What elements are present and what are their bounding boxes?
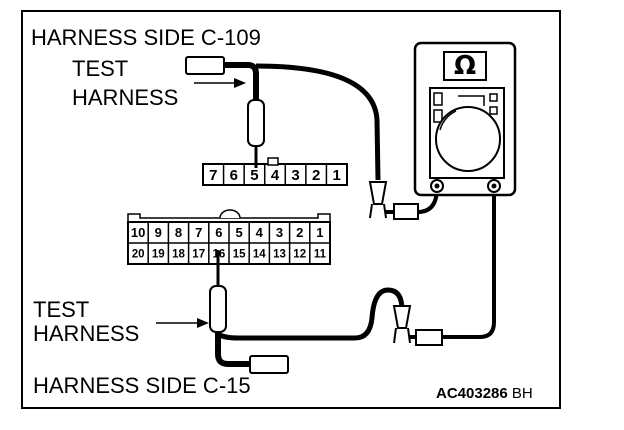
c15-bottom-pin-11: 11: [314, 249, 327, 261]
c109-pin-7: 7: [209, 167, 217, 184]
meter-lead-bottom: [392, 192, 496, 346]
c15-top-pin-2: 2: [296, 225, 303, 240]
figure-frame: [21, 10, 561, 409]
c15-bottom-pin-17: 17: [192, 249, 205, 261]
test-harness-bottom-label-line1: TEST: [33, 297, 90, 322]
c15-top-pin-10: 10: [131, 225, 145, 240]
test-harness-bottom-label-line2: HARNESS: [33, 321, 140, 346]
c109-pin-4: 4: [271, 167, 280, 184]
pointer-arrows: [156, 78, 246, 328]
c109-pin-2: 2: [312, 167, 320, 184]
test-harness-top-label-line1: TEST: [72, 56, 129, 81]
c15-bottom-pin-14: 14: [253, 249, 266, 261]
c109-pin-6: 6: [230, 167, 238, 184]
harness-side-c109-label: HARNESS SIDE C-109: [31, 25, 261, 50]
test-harness-bottom: [209, 250, 405, 374]
harness-side-c15-label: HARNESS SIDE C-15: [33, 373, 251, 398]
meter-lead-top: [368, 181, 439, 220]
c15-top-pin-1: 1: [316, 225, 323, 240]
c109-pin-1: 1: [333, 167, 341, 184]
c15-top-pin-4: 4: [256, 225, 264, 240]
c15-top-pin-3: 3: [276, 225, 283, 240]
figure-code-number: AC403286: [436, 385, 508, 402]
test-harness-top: [185, 56, 381, 181]
test-harness-top-label-line2: HARNESS: [72, 85, 179, 110]
c15-bottom-pin-20: 20: [132, 249, 145, 261]
c15-bottom-pin-13: 13: [273, 249, 286, 261]
c15-bottom-pin-15: 15: [233, 249, 246, 261]
c15-top-pin-9: 9: [155, 225, 162, 240]
ohmmeter: [413, 41, 517, 197]
c15-top-pin-6: 6: [215, 225, 222, 240]
figure-code-suffix: BH: [511, 385, 533, 402]
c109-pin-3: 3: [291, 167, 299, 184]
c15-bottom-pin-12: 12: [293, 249, 306, 261]
c15-top-pin-5: 5: [235, 225, 242, 240]
c15-top-pin-7: 7: [195, 225, 202, 240]
c109-pin-5: 5: [250, 167, 258, 184]
figure-code: AC403286 BH: [436, 385, 533, 402]
c15-bottom-pin-18: 18: [172, 249, 185, 261]
ohm-symbol: Ω: [453, 51, 477, 81]
c15-top-pin-8: 8: [175, 225, 182, 240]
connector-c15: 1098765432120191817161514131211: [127, 209, 331, 265]
c15-bottom-pin-19: 19: [152, 249, 165, 261]
